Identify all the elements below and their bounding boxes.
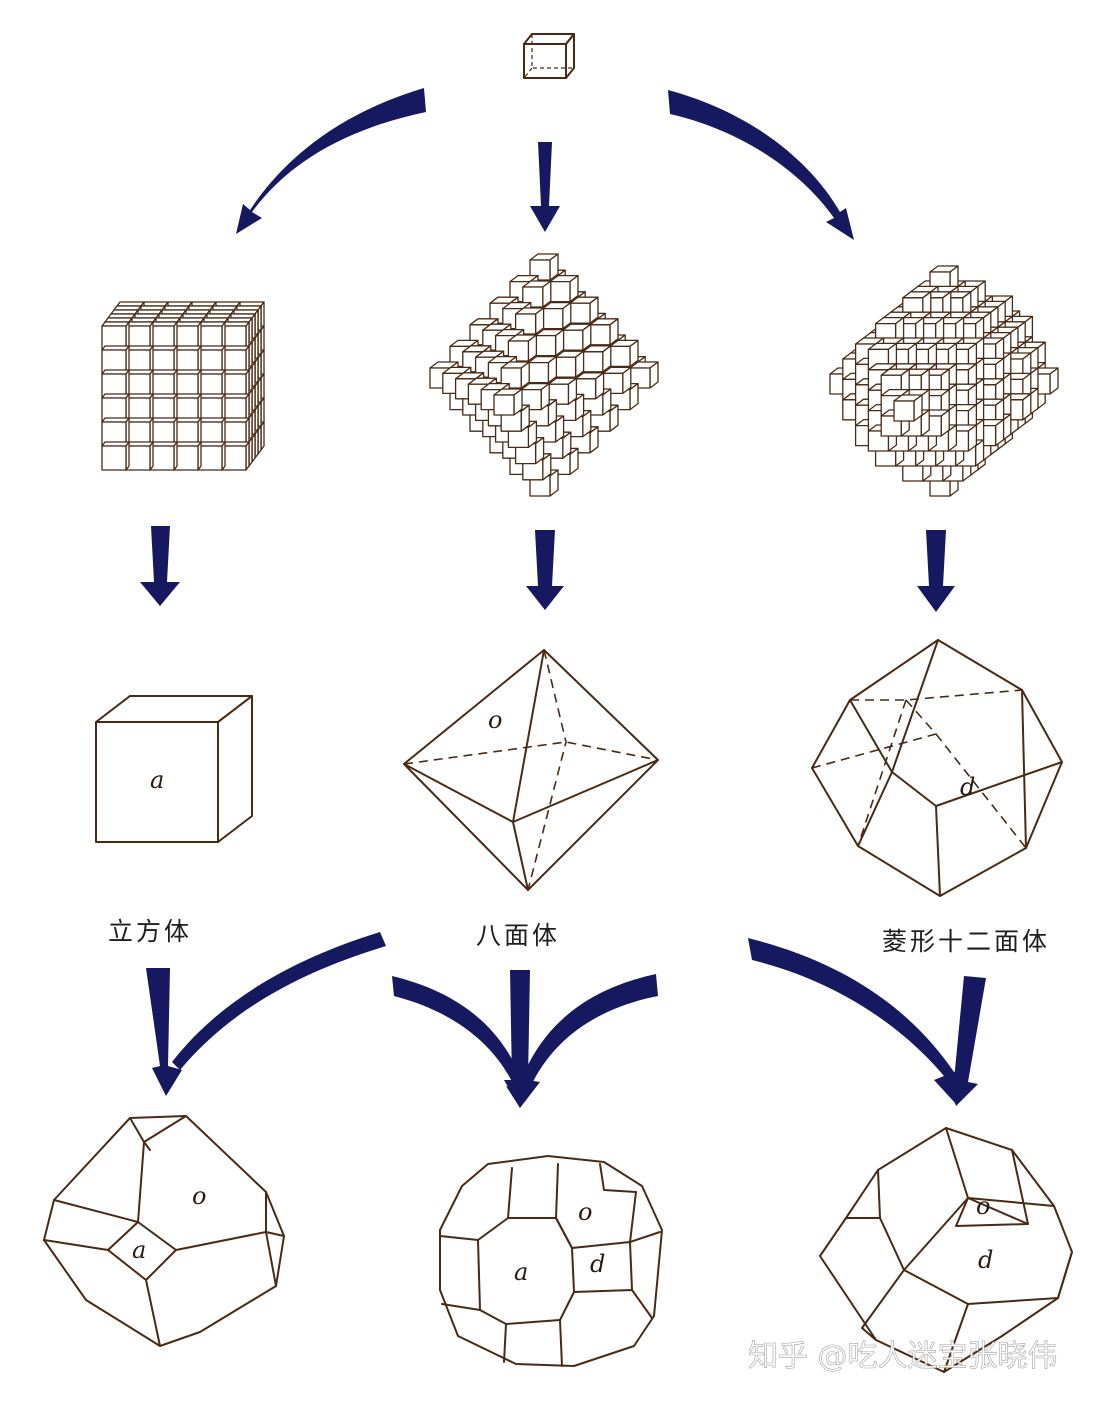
arrow-top-to-cube-stack bbox=[236, 88, 426, 234]
octahedron-form: o bbox=[403, 649, 659, 891]
unit-block-face bbox=[582, 351, 604, 373]
unit-block-face bbox=[534, 334, 557, 357]
combo1-cube-label: a bbox=[132, 1236, 146, 1264]
cube-form: a bbox=[95, 695, 253, 843]
arrow-octa-stack-down bbox=[526, 530, 564, 610]
unit-block-face bbox=[569, 302, 591, 324]
arrow-octa-to-combo-right bbox=[748, 938, 962, 1104]
unit-block-face bbox=[549, 280, 571, 303]
arrow-top-to-octahedron-stack bbox=[530, 142, 560, 232]
unit-block-face bbox=[493, 394, 515, 416]
cube-block-stack bbox=[101, 301, 265, 471]
unit-block-face bbox=[609, 345, 631, 368]
rhombic-dodecahedron-form: d bbox=[811, 639, 1063, 897]
arrow-octa-to-combo-left bbox=[172, 932, 386, 1070]
arrow-dodeca-to-combo-right bbox=[946, 976, 986, 1106]
combo2-cube-label: a bbox=[514, 1258, 528, 1286]
unit-block-face bbox=[542, 307, 564, 330]
octahedron-block-stack bbox=[429, 253, 659, 497]
octahedron-face-label: o bbox=[488, 706, 502, 734]
arrow-cube-to-combo-left bbox=[146, 968, 182, 1096]
combo3-octa-label: o bbox=[976, 1192, 990, 1220]
unit-cell-icon bbox=[523, 33, 575, 79]
caption-dodecahedron: 菱形十二面体 bbox=[882, 927, 1050, 956]
unit-block-face bbox=[101, 445, 127, 471]
cube-octahedron-combo: o a bbox=[43, 1115, 285, 1347]
arrow-top-to-dodecahedron-stack bbox=[668, 90, 854, 240]
arrow-cube-to-combo-middle bbox=[504, 970, 540, 1108]
dodecahedron-block-stack bbox=[829, 265, 1059, 497]
arrow-dodeca-to-combo-middle bbox=[522, 974, 658, 1088]
cube-octahedron-dodecahedron-combo: o a d bbox=[439, 1155, 663, 1367]
dodecahedron-face-label: d bbox=[960, 773, 975, 801]
combo2-octa-label: o bbox=[578, 1198, 592, 1226]
unit-block-face bbox=[562, 329, 584, 351]
combo2-dodeca-label: d bbox=[590, 1250, 605, 1278]
unit-block-face bbox=[589, 324, 611, 346]
watermark-text: 知乎 @吃人迷宝张晓伟 bbox=[748, 1339, 1058, 1374]
combo1-octa-label: o bbox=[192, 1182, 206, 1210]
unit-block-face bbox=[527, 361, 550, 384]
unit-block-face bbox=[893, 400, 915, 422]
caption-octahedron: 八面体 bbox=[476, 921, 560, 950]
arrow-cube-stack-down bbox=[140, 526, 180, 606]
cube-face-label: a bbox=[150, 766, 164, 794]
combo3-dodeca-label: d bbox=[978, 1246, 993, 1274]
caption-cube: 立方体 bbox=[108, 917, 192, 946]
octahedron-dodecahedron-combo: o d bbox=[819, 1127, 1073, 1373]
unit-block-face bbox=[554, 356, 577, 378]
arrow-dodeca-stack-down bbox=[917, 530, 955, 612]
